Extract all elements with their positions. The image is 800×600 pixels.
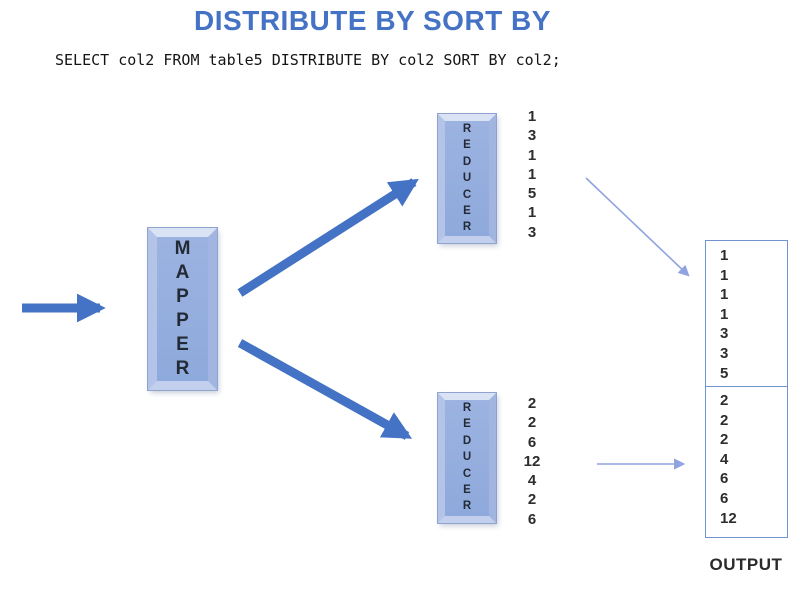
- output-top-cell: 1 1 1 1 3 3 5: [706, 241, 787, 387]
- top-reducer-to-output-arrow: [585, 177, 690, 277]
- bottom-reducer-box: R E D U C E R: [438, 393, 496, 523]
- top-reducer-label: R E D U C E R: [462, 123, 472, 234]
- mapper-to-top-reducer-arrow: [237, 178, 419, 297]
- diagram-title: DISTRIBUTE BY SORT BY: [194, 5, 551, 36]
- top-reducer-box: R E D U C E R: [438, 114, 496, 243]
- output-box: 1 1 1 1 3 3 5 2 2 2 4 6 6 12: [705, 240, 788, 538]
- output-bottom-cell: 2 2 2 4 6 6 12: [706, 387, 787, 537]
- output-bottom-cell-values: 2 2 2 4 6 6 12: [720, 392, 737, 527]
- output-top-cell-values: 1 1 1 1 3 3 5: [720, 247, 729, 382]
- output-label: OUTPUT: [709, 555, 783, 574]
- sql-query-text: SELECT col2 FROM table5 DISTRIBUTE BY co…: [55, 51, 561, 69]
- mapper-box: M A P P E R: [148, 228, 217, 390]
- bottom-reducer-values: 2 2 6 12 4 2 6: [523, 395, 541, 528]
- mapper-to-bottom-reducer-arrow: [237, 339, 413, 440]
- bottom-reducer-label: R E D U C E R: [462, 402, 472, 513]
- top-reducer-values: 1 3 1 1 5 1 3: [527, 108, 537, 241]
- mapper-label: M A P P E R: [174, 238, 191, 379]
